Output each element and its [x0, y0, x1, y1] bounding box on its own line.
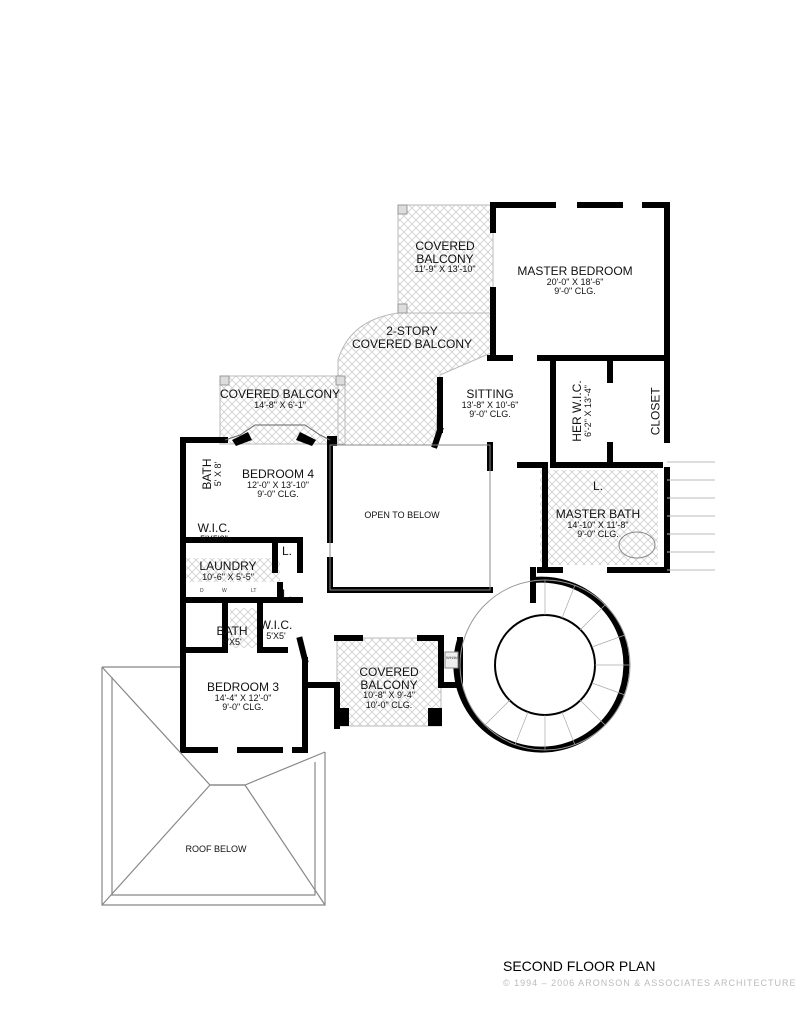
laundry-floor — [185, 558, 280, 582]
wh-ahu-label: WH/AHU — [446, 655, 463, 660]
covered-balcony-top-floor — [397, 204, 494, 314]
room-name: L. — [281, 544, 293, 558]
room-bath-4: BATH 5' X 8' — [199, 458, 223, 490]
room-name: COVERED BALCONY — [219, 387, 341, 401]
room-master-bath: MASTER BATH 14'-10" X 11'-8" 9'-0" CLG. — [556, 508, 640, 539]
room-name: OPEN TO BELOW — [364, 510, 440, 520]
room-wic-2: W.I.C. 5'X5' — [260, 619, 293, 641]
room-bedroom-4: BEDROOM 4 12'-0" X 13'-10" 9'-0" CLG. — [242, 468, 314, 499]
room-name: 2-STORY COVERED BALCONY — [351, 324, 473, 351]
balcony-corner-posts — [219, 204, 408, 386]
room-closet: CLOSET — [648, 387, 663, 436]
room-linen-3: L. — [593, 480, 603, 493]
room-sitting: SITTING 13'-8" X 10'-6" 9'-0" CLG. — [462, 388, 519, 419]
roof-below — [101, 666, 326, 906]
room-name: MASTER BATH — [555, 507, 641, 521]
room-name: L. — [592, 479, 604, 493]
washer-label: W — [222, 588, 227, 594]
room-ceiling: 10'-0" CLG. — [365, 699, 413, 710]
room-name: ROOF BELOW — [185, 844, 247, 854]
dryer-label: D — [200, 588, 204, 594]
spiral-stair — [453, 576, 631, 753]
copyright-notice: © 1994 – 2006 ARONSON & ASSOCIATES ARCHI… — [503, 978, 797, 988]
room-dims: 13'-8" X 10'-6" — [461, 399, 519, 410]
room-name: BEDROOM 4 — [241, 467, 315, 481]
room-dims: 14'-4" X 12'-0" — [214, 692, 272, 703]
room-name: CLOSET — [648, 387, 663, 436]
room-dims: 5'X5'2" — [200, 533, 228, 544]
laundry-tub-label: LT — [251, 588, 257, 594]
room-name: BATH — [216, 624, 248, 638]
bath-3-floor — [230, 608, 260, 648]
room-dims: 5'X5' — [266, 630, 286, 641]
room-bath-3: BATH 8'X5' — [216, 625, 247, 647]
master-tub — [618, 531, 656, 559]
room-two-story-balcony: 2-STORY COVERED BALCONY — [352, 325, 472, 350]
room-linen-1: L. — [282, 545, 292, 558]
room-master-bedroom: MASTER BEDROOM 20'-0" X 18'-6" 9'-0" CLG… — [517, 265, 632, 296]
bedroom-4-bay-window — [224, 424, 331, 441]
room-name: COVERED BALCONY — [415, 239, 475, 266]
room-ceiling: 9'-0" CLG. — [577, 529, 619, 540]
room-name: BATH — [199, 458, 214, 490]
room-name: SITTING — [466, 387, 514, 401]
room-open-to-below: OPEN TO BELOW — [364, 510, 440, 520]
room-wic-1: W.I.C. 5'X5'2" — [198, 522, 231, 544]
room-dims: 20'-0" X 18'-6" — [546, 276, 604, 287]
room-dims: 11'-9" X 13'-10" — [414, 264, 476, 275]
room-dims: 10'-6" X 5'-5" — [202, 571, 254, 582]
covered-balcony-bottom-floor — [336, 637, 442, 727]
room-covered-balcony-bottom: COVERED BALCONY 10'-8" X 9'-4" 10'-0" CL… — [359, 666, 418, 710]
room-name: MASTER BEDROOM — [517, 264, 633, 278]
room-linen-2: L. — [282, 588, 292, 601]
room-dims: 12'-0" X 13'-10" — [247, 479, 309, 490]
room-covered-balcony-left: COVERED BALCONY 14'-8" X 6'-1" — [220, 388, 340, 410]
room-name: W.I.C. — [259, 618, 293, 632]
room-ceiling: 9'-0" CLG. — [554, 286, 596, 297]
two-story-balcony-floor — [337, 312, 494, 446]
room-dims: 14'-8" X 6'-1" — [254, 399, 306, 410]
exterior-deck-lines — [667, 461, 715, 571]
room-covered-balcony-top: COVERED BALCONY 11'-9" X 13'-10" — [414, 240, 475, 275]
room-name: BEDROOM 3 — [206, 680, 280, 694]
room-her-wic: HER W.I.C. 6'-2" X 13'-4" — [569, 380, 593, 442]
room-roof-below: ROOF BELOW — [185, 844, 247, 854]
room-name: W.I.C. — [197, 521, 231, 535]
room-dims: 8'X5' — [222, 636, 242, 647]
room-ceiling: 9'-0" CLG. — [257, 489, 299, 500]
plan-title: SECOND FLOOR PLAN — [503, 958, 656, 974]
room-name: HER W.I.C. — [569, 380, 584, 442]
wh-ahu-unit — [444, 651, 459, 669]
room-dims: 10'-8" X 9'-4" — [363, 690, 415, 701]
room-ceiling: 9'-0" CLG. — [469, 409, 511, 420]
room-name: LAUNDRY — [199, 559, 257, 573]
covered-balcony-left-floor — [219, 375, 346, 445]
room-name: COVERED BALCONY — [359, 665, 419, 692]
room-ceiling: 9'-0" CLG. — [222, 702, 264, 713]
room-laundry: LAUNDRY 10'-6" X 5'-5" — [199, 560, 256, 582]
room-dims: 14'-10" X 11'-8" — [567, 519, 629, 530]
room-name: L. — [281, 587, 293, 601]
room-bedroom-3: BEDROOM 3 14'-4" X 12'-0" 9'-0" CLG. — [207, 681, 279, 712]
master-bath-floor — [540, 470, 658, 565]
open-to-below-void — [329, 444, 491, 591]
room-dims: 6'-2" X 13'-4" — [582, 385, 593, 437]
room-dims: 5' X 8' — [212, 461, 223, 487]
structural-columns — [232, 432, 442, 726]
